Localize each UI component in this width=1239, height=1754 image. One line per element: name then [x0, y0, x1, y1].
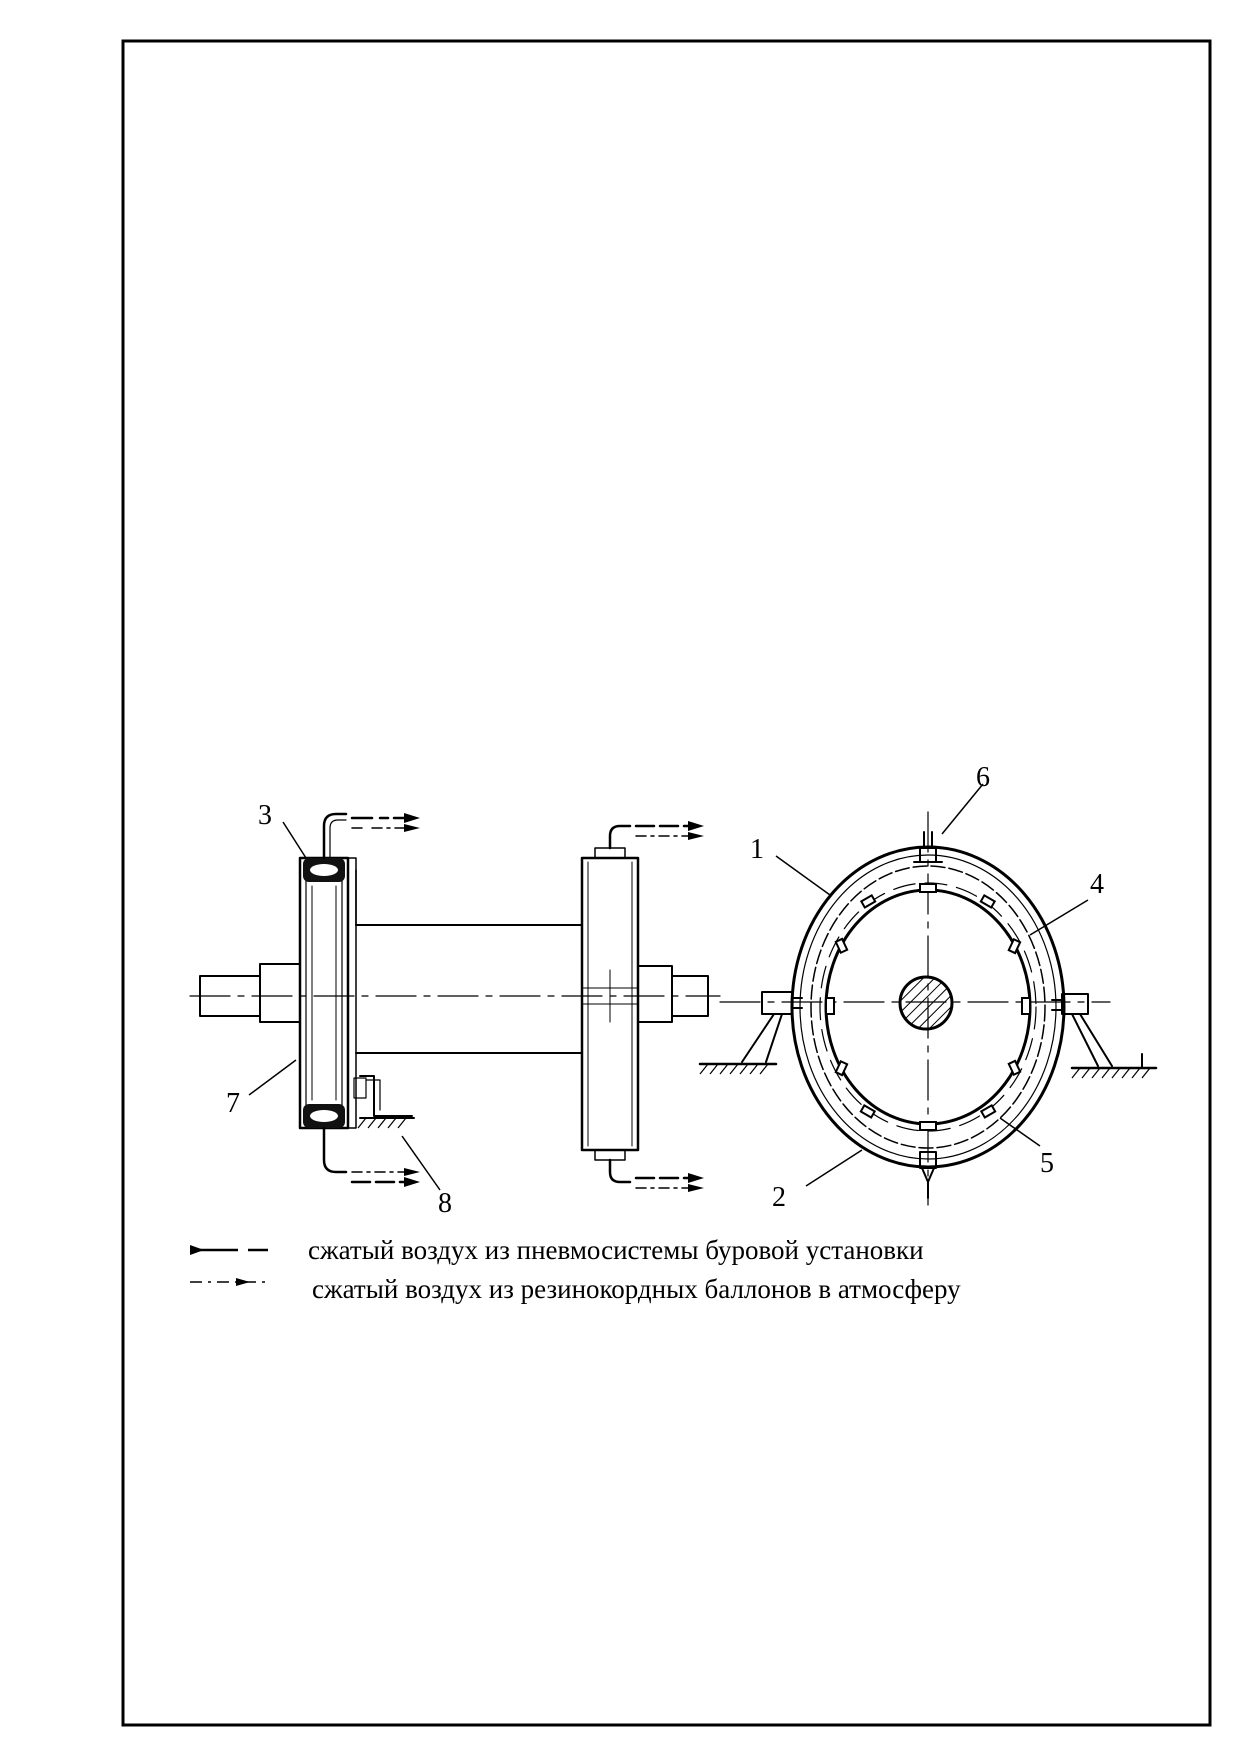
page-frame [121, 39, 1212, 1727]
legend-supply-text: сжатый воздух из пневмосистемы буровой у… [308, 1235, 924, 1265]
callout-6: 6 [976, 762, 990, 793]
leader-6 [941, 783, 984, 835]
hub-right [637, 965, 673, 1023]
left-brake-assembly [298, 856, 357, 1130]
drum-body [355, 869, 583, 1054]
callout-8: 8 [438, 1188, 452, 1219]
shaft-section [898, 975, 954, 1031]
shaft-right-end [671, 975, 709, 1017]
air-line-left-top [322, 812, 420, 860]
left-support [698, 991, 803, 1075]
callout-2: 2 [772, 1182, 786, 1213]
leader-3 [282, 821, 307, 859]
legend-supply-symbol [190, 1245, 268, 1255]
front-view [698, 811, 1158, 1206]
top-valve [913, 831, 943, 863]
air-line-right-top [608, 821, 704, 850]
side-view [189, 812, 721, 1192]
legend-exhaust-text: сжатый воздух из резинокордных баллонов … [312, 1274, 961, 1304]
right-support [1051, 993, 1158, 1079]
callout-4: 4 [1090, 869, 1104, 900]
air-line-right-bottom [608, 1158, 704, 1192]
bottom-valve [919, 1151, 937, 1199]
callout-5: 5 [1040, 1148, 1054, 1179]
hub-left [259, 963, 301, 1023]
brake-shoes [825, 883, 1031, 1131]
legend-exhaust-symbol [190, 1278, 268, 1286]
brake-bracket [353, 1075, 415, 1129]
middle-ring [810, 865, 1046, 1149]
callout-3: 3 [258, 800, 272, 831]
right-brake-disc [580, 847, 640, 1161]
leader-8 [401, 1135, 441, 1191]
leader-5 [999, 1117, 1041, 1147]
leader-7 [248, 1059, 297, 1096]
callout-leaders [248, 783, 1089, 1191]
leader-4 [1029, 899, 1089, 936]
leader-1 [775, 855, 831, 896]
callout-7: 7 [226, 1088, 240, 1119]
callout-1: 1 [750, 834, 764, 865]
air-line-left-bottom [322, 1126, 420, 1187]
legend: сжатый воздух из пневмосистемы буровой у… [190, 1235, 961, 1304]
leader-2 [805, 1149, 863, 1187]
